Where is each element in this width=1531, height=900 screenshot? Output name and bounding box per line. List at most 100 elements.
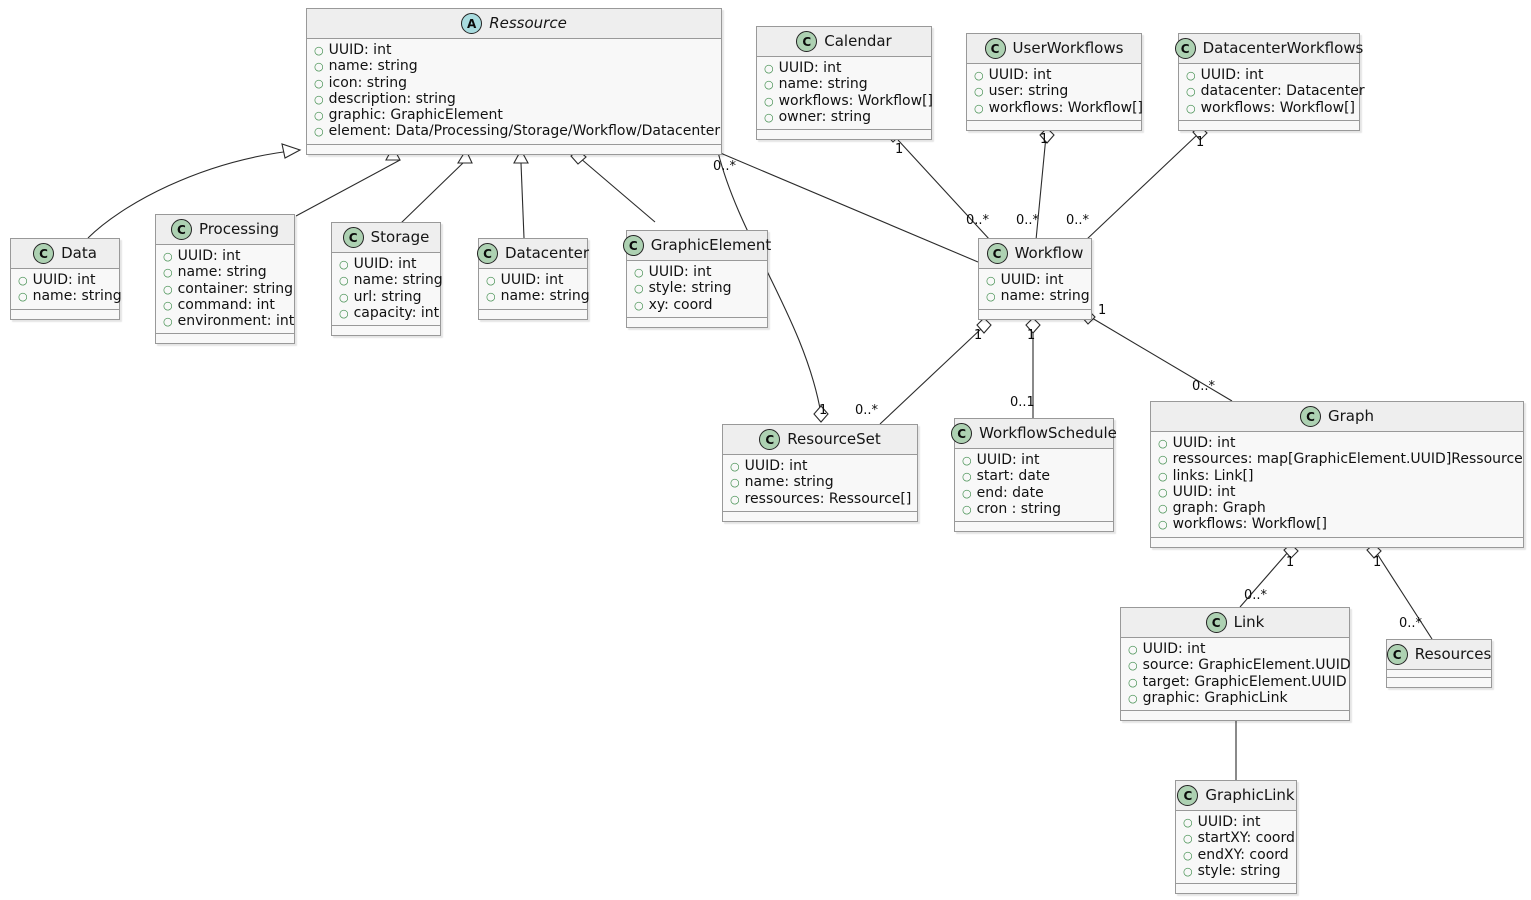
attribute-text: name: string	[353, 272, 443, 289]
visibility-public-icon: ○	[1128, 659, 1138, 673]
attribute-row: ○ressources: map[GraphicElement.UUID]Res…	[1158, 451, 1523, 467]
attribute-row: ○name: string	[163, 264, 286, 280]
abstract-class-icon: A	[461, 13, 483, 34]
class-icon: C	[170, 219, 192, 240]
attribute-text: url: string	[353, 288, 422, 305]
attribute-text: style: string	[648, 280, 732, 297]
visibility-public-icon: ○	[962, 470, 972, 484]
visibility-public-icon: ○	[730, 460, 740, 473]
visibility-public-icon: ○	[314, 60, 324, 74]
attribute-row: ○workflows: Workflow[]	[764, 93, 933, 109]
class-icon: C	[984, 38, 1006, 59]
attribute-text: name: string	[778, 76, 868, 93]
attribute-text: element: Data/Processing/Storage/Workflo…	[328, 123, 721, 140]
attribute-text: name: string	[1000, 288, 1090, 305]
attribute-row: ○name: string	[764, 76, 923, 92]
visibility-public-icon: ○	[163, 250, 173, 263]
class-methods-userworkflows	[967, 120, 1141, 130]
class-icon: C	[1386, 644, 1408, 665]
class-name-calendar: Calendar	[824, 32, 892, 50]
attribute-row: ○workflows: Workflow[]	[1186, 100, 1355, 116]
attribute-text: user: string	[988, 83, 1069, 100]
class-name-graphicelement: GraphicElement	[650, 236, 772, 254]
attribute-text: description: string	[328, 90, 456, 107]
attribute-row: ○name: string	[18, 288, 122, 304]
class-attributes-link: ○UUID: int○source: GraphicElement.UUID○t…	[1121, 638, 1351, 712]
class-methods-ressource	[307, 144, 721, 154]
attribute-row: ○ cron : string	[962, 501, 1105, 517]
visibility-public-icon: ○	[1186, 101, 1196, 115]
attribute-row: ○ name: string	[339, 272, 443, 288]
class-attributes-graph: ○UUID: int○ressources: map[GraphicElemen…	[1151, 432, 1523, 538]
class-icon: C	[951, 423, 973, 444]
attribute-text: UUID: int	[328, 42, 392, 58]
attribute-text: name: string	[500, 288, 590, 305]
attribute-row: ○datacenter: Datacenter	[1186, 83, 1365, 99]
multiplicity-label: 1	[974, 328, 983, 343]
attribute-text: cron : string	[976, 500, 1061, 517]
attribute-text: name: string	[177, 264, 267, 281]
edge-workflow-resourceset	[879, 327, 983, 425]
visibility-public-icon: ○	[730, 492, 740, 506]
attribute-row: ○UUID: int	[486, 272, 579, 288]
visibility-public-icon: ○	[486, 274, 496, 287]
attribute-text: graphic: GraphicElement	[328, 107, 503, 124]
attribute-row: ○graphic: GraphicLink	[1128, 690, 1341, 706]
attribute-text: source: GraphicElement.UUID	[1142, 657, 1351, 674]
multiplicity-label: 1	[1098, 303, 1107, 318]
class-icon: C	[1174, 38, 1196, 59]
class-methods-calendar	[757, 130, 931, 140]
edge-ressource-graphicelement	[579, 157, 656, 223]
attribute-text: UUID: int	[1142, 641, 1206, 657]
visibility-public-icon: ○	[314, 109, 324, 123]
visibility-public-icon: ○	[163, 282, 173, 296]
edge-datacenterworkflows-workflow	[1085, 135, 1197, 241]
class-attributes-resourceset: ○UUID: int○name: string○ressources: Ress…	[723, 455, 917, 512]
visibility-public-icon: ○	[634, 266, 644, 279]
multiplicity-label: 0..*	[966, 213, 990, 228]
attribute-row: ○name: string	[314, 58, 713, 74]
visibility-public-icon: ○	[634, 282, 644, 296]
visibility-public-icon: ○	[163, 298, 173, 312]
visibility-public-icon: ○	[339, 274, 349, 288]
class-attributes-resources	[1387, 670, 1491, 678]
visibility-public-icon: ○	[962, 486, 972, 500]
class-methods-datacenterworkflows	[1179, 120, 1359, 130]
visibility-public-icon: ○	[962, 502, 972, 516]
class-attributes-graphiclink: ○UUID: int○startXY: coord○endXY: coord○s…	[1176, 811, 1296, 885]
multiplicity-label: 0..*	[855, 403, 879, 418]
attribute-text: startXY: coord	[1197, 830, 1295, 847]
class-icon: C	[476, 243, 498, 264]
attribute-row: ○name: string	[730, 474, 909, 490]
visibility-public-icon: ○	[986, 274, 996, 287]
class-icon: C	[1177, 785, 1199, 806]
attribute-text: command: int	[177, 296, 275, 313]
attribute-text: icon: string	[328, 74, 407, 91]
class-name-graph: Graph	[1327, 407, 1374, 425]
attribute-row: ○workflows: Workflow[]	[974, 100, 1143, 116]
attribute-text: owner: string	[778, 108, 871, 125]
